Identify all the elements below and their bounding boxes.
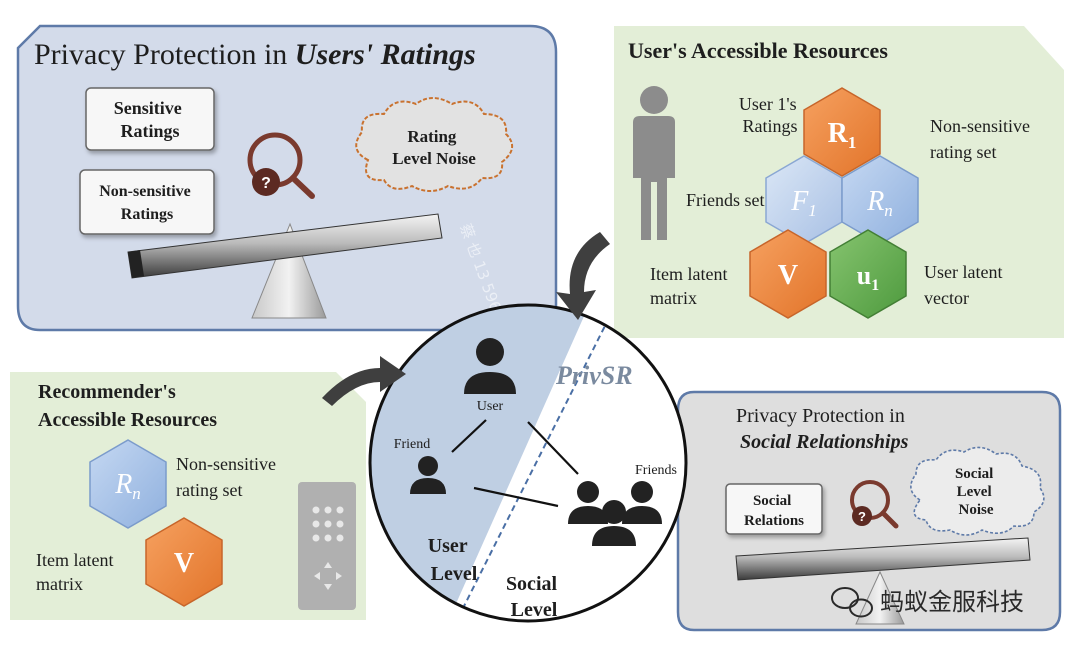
svg-text:u1: u1 xyxy=(857,261,879,294)
arrow-to-center-from-user-resources xyxy=(556,232,610,320)
friend-node-label: Friend xyxy=(394,437,431,452)
friend-node-icon xyxy=(410,456,446,494)
ratings-seesaw xyxy=(127,213,443,319)
user-node-icon xyxy=(464,338,516,394)
nonsensitive-ratings-card xyxy=(79,169,215,235)
user-ratings-label: User 1's Ratings xyxy=(739,94,801,136)
hex-v-user: V xyxy=(749,229,827,319)
sensitive-ratings-card xyxy=(85,87,215,151)
rating-noise-cloud xyxy=(355,97,513,192)
recommender-item-latent-label: Item latent matrix xyxy=(36,550,118,594)
social-noise-label: Social Level Noise xyxy=(955,466,997,518)
social-level-label: Social Level xyxy=(506,573,562,621)
recommender-panel: Recommender's Accessible Resources Rn V … xyxy=(10,372,366,620)
rating-noise-label: Rating Level Noise xyxy=(392,127,476,168)
friends-group-icon xyxy=(568,481,662,546)
sensitive-ratings-label: Sensitive Ratings xyxy=(114,98,187,141)
user-node-label: User xyxy=(477,399,504,414)
user-resources-panel: User's Accessible Resources R1 F1 Rn V u… xyxy=(614,26,1064,338)
hex-rn-recommender: Rn xyxy=(89,439,167,529)
wechat-watermark: 蚂蚁金服科技 xyxy=(831,587,1024,618)
svg-text:V: V xyxy=(174,548,194,579)
hex-u1: u1 xyxy=(829,229,907,319)
user-latent-vector-label: User latent vector xyxy=(924,262,1007,308)
hex-v-recommender: V xyxy=(145,517,223,607)
wechat-icon xyxy=(831,587,873,618)
svg-text:?: ? xyxy=(261,175,271,192)
social-noise-cloud xyxy=(910,446,1045,536)
friends-group-label: Friends xyxy=(635,463,677,478)
svg-text:F1: F1 xyxy=(790,186,817,220)
social-seesaw xyxy=(735,537,1031,625)
social-relations-card xyxy=(725,483,823,535)
hex-r1: R1 xyxy=(803,87,881,177)
user-level-label: User Level xyxy=(428,535,478,585)
recommender-title: Recommender's Accessible Resources xyxy=(38,381,217,431)
user-person-icon xyxy=(633,86,675,240)
watermark-text: 蚂蚁金服科技 xyxy=(880,588,1024,616)
user-item-latent-label: Item latent matrix xyxy=(650,264,732,308)
svg-text:V: V xyxy=(778,260,798,291)
user-resources-title: User's Accessible Resources xyxy=(628,38,888,63)
svg-text:?: ? xyxy=(858,509,866,524)
privsr-title: PrivSR xyxy=(555,361,633,390)
social-panel-title-prefix: Privacy Protection in xyxy=(736,405,905,427)
recommender-nonsensitive-label: Non-sensitive rating set xyxy=(176,454,280,500)
privsr-circle: PrivSR User Friend Friends User xyxy=(368,303,688,623)
magnifier-question-icon: ? xyxy=(247,132,315,199)
friends-set-label: Friends set xyxy=(686,190,765,210)
social-panel: Privacy Protection in Social Relationshi… xyxy=(676,390,1062,632)
social-relations-label: Social Relations xyxy=(744,493,804,529)
svg-text:Rn: Rn xyxy=(114,469,141,503)
ratings-panel: Privacy Protection in Users' Ratings Sen… xyxy=(16,24,558,332)
svg-text:Rn: Rn xyxy=(866,186,893,220)
svg-text:R1: R1 xyxy=(828,118,857,152)
social-panel-title-emph: Social Relationships xyxy=(740,431,909,453)
arrow-to-center-from-recommender xyxy=(322,356,406,406)
user-nonsensitive-label: Non-sensitive rating set xyxy=(930,116,1034,162)
social-magnifier-icon: ? xyxy=(850,480,899,529)
server-icon xyxy=(298,482,356,610)
nonsensitive-ratings-label: Non-sensitive Ratings xyxy=(99,183,195,223)
ratings-panel-title: Privacy Protection in Users' Ratings xyxy=(34,38,476,71)
